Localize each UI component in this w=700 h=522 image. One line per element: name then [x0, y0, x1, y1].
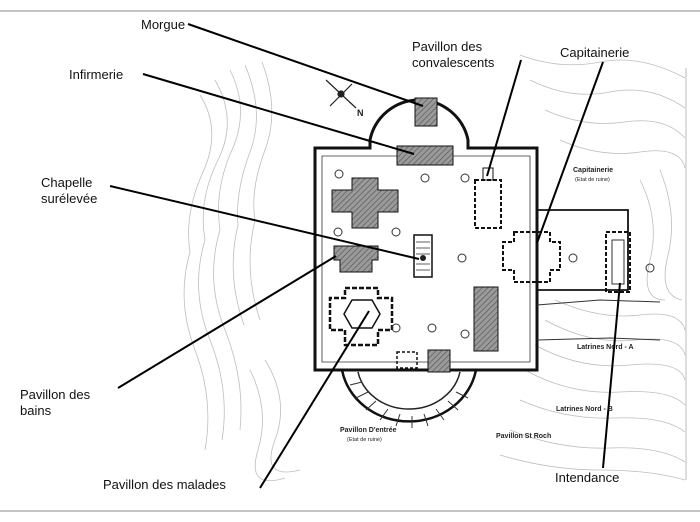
pavillon-st-roch-building	[473, 286, 499, 352]
courtyard-wells	[333, 169, 655, 339]
leader-convalescents	[486, 59, 522, 177]
leader-morgue	[187, 23, 424, 107]
intendance-building	[605, 231, 631, 293]
pavillon-malades-building	[328, 286, 394, 347]
leader-malades	[259, 310, 370, 489]
east-wall-line	[536, 299, 661, 306]
capitainerie-enclosure	[537, 209, 629, 291]
callout-chapelle: Chapelle surélevée	[41, 175, 98, 206]
cross-building-nw	[331, 177, 399, 229]
plan-label-pavillon-entree-state: (Etat de ruine)	[347, 437, 382, 443]
entrance-lodge	[396, 351, 418, 369]
north-label: N	[357, 108, 364, 118]
convalescents-annex	[482, 167, 494, 181]
plan-label-pavillon-entree: Pavillon D'entrée	[340, 427, 397, 434]
inner-enclosure-line	[321, 155, 531, 363]
chapelle-steps	[416, 241, 430, 271]
plan-label-capitainerie-state: (Etat de ruine)	[575, 177, 610, 183]
north-compass	[325, 79, 357, 109]
entrance-arc-inner	[357, 371, 461, 410]
pavillon-convalescents-building	[474, 179, 502, 229]
morgue-building	[414, 97, 438, 127]
callout-pavillon-bains: Pavillon des bains	[20, 387, 91, 418]
callout-leaders	[109, 23, 621, 489]
callout-capitainerie: Capitainerie	[560, 45, 630, 60]
intendance-inner	[611, 239, 625, 285]
plan-label-latrines-b: Latrines Nord - B	[556, 406, 613, 413]
leader-capitainerie	[536, 61, 604, 244]
callout-pavillon-convalescents: Pavillon des convalescents	[412, 39, 495, 70]
capitainerie-building	[502, 231, 561, 283]
leader-intendance	[602, 282, 621, 469]
pavillon-entree-building	[427, 349, 451, 373]
plan-label-pavillon-st-roch: Pavillon St Roch	[496, 433, 551, 440]
pavillon-bains-building	[333, 245, 379, 273]
leader-chapelle	[109, 185, 420, 260]
latrines-wall-line	[536, 337, 661, 341]
pavillon-malades-core	[343, 299, 381, 329]
leader-bains	[117, 255, 337, 389]
entrance-arc-outer	[340, 369, 478, 423]
callout-intendance: Intendance	[555, 470, 620, 485]
callout-infirmerie: Infirmerie	[69, 67, 124, 82]
plan-label-latrines-a: Latrines Nord - A	[577, 344, 634, 351]
callout-morgue: Morgue	[141, 17, 186, 32]
leader-infirmerie	[142, 73, 415, 155]
infirmerie-building	[396, 145, 454, 166]
callout-pavillon-malades: Pavillon des malades	[103, 477, 226, 492]
chapelle-altar	[420, 255, 426, 261]
entrance-colonnade	[349, 381, 469, 428]
plan-label-capitainerie: Capitainerie	[573, 167, 613, 174]
